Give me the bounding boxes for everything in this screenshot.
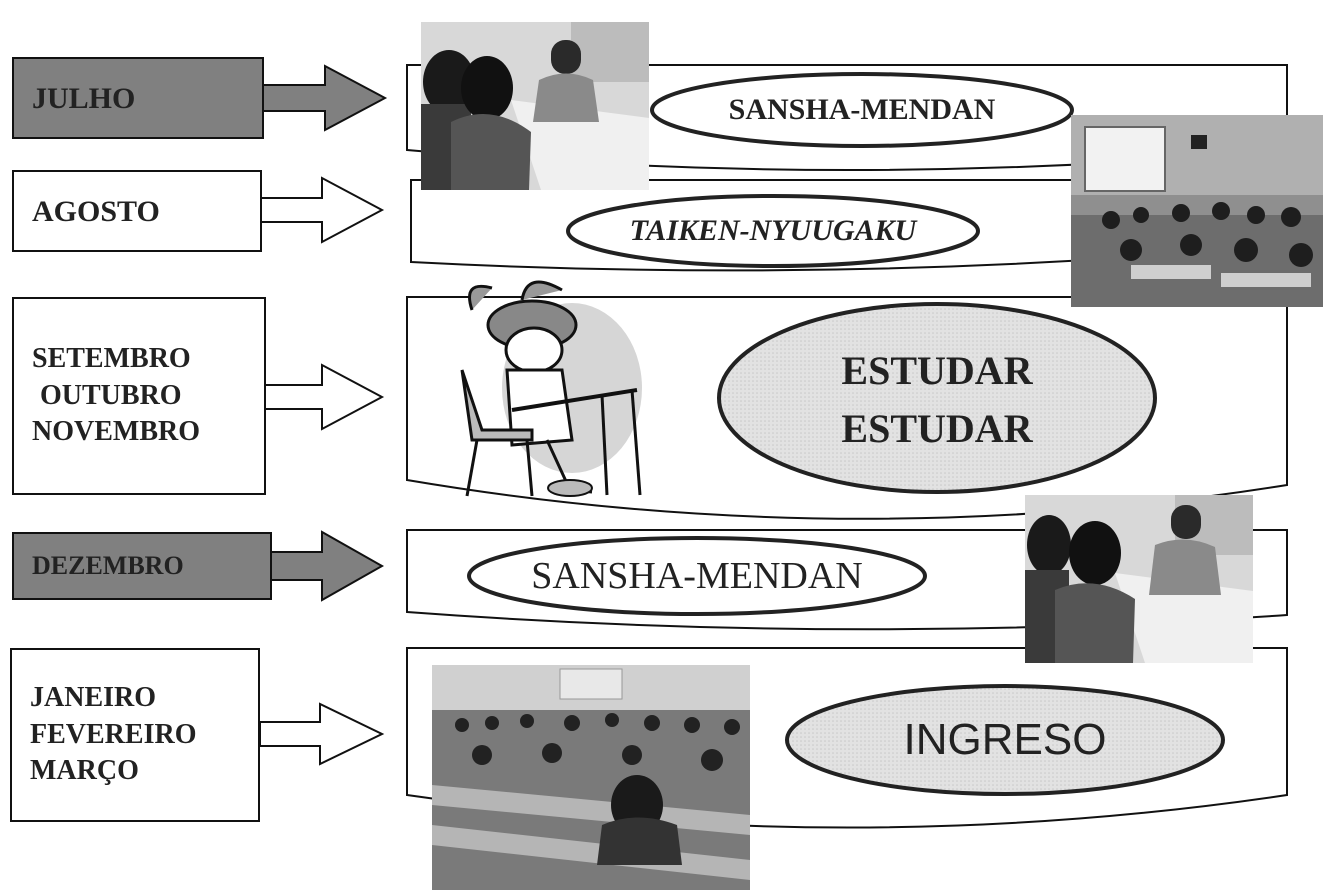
- event-text: ESTUDAR: [841, 348, 1033, 393]
- month-label: DEZEMBRO: [32, 551, 184, 581]
- month-box-agosto: AGOSTO: [12, 170, 262, 252]
- ellipse-sansha-1: [650, 72, 1074, 148]
- interview-photo-icon: [1025, 495, 1253, 663]
- ellipse-ingreso: [785, 684, 1225, 796]
- arrow-dezembro: [269, 530, 385, 602]
- month-label: AGOSTO: [32, 194, 160, 228]
- event-label-sansha-2: SANSHA-MENDAN: [469, 540, 925, 612]
- interview-photo-icon: [421, 22, 649, 190]
- month-label: NOVEMBRO: [32, 416, 200, 448]
- arrow-julho: [261, 64, 388, 132]
- event-text: ESTUDAR: [841, 406, 1033, 451]
- month-label: FEVEREIRO: [30, 718, 197, 750]
- event-text: SANSHA-MENDAN: [728, 93, 996, 126]
- month-label: JANEIRO: [30, 682, 157, 714]
- ellipse-estudar: [717, 302, 1157, 494]
- classroom-photo-icon: [1071, 115, 1323, 307]
- ellipse-taiken: [566, 194, 980, 268]
- student-studying-icon: [452, 270, 644, 502]
- month-box-julho: JULHO: [12, 57, 264, 139]
- event-text: INGRESO: [903, 715, 1107, 764]
- month-label: SETEMBRO: [32, 343, 191, 375]
- event-text: SANSHA-MENDAN: [531, 555, 863, 597]
- arrow-set-out-nov: [264, 363, 385, 431]
- exam-hall-photo-icon: [432, 665, 750, 890]
- event-label-estudar: ESTUDAR ESTUDAR: [719, 330, 1155, 470]
- month-label: OUTUBRO: [40, 379, 182, 411]
- month-label: JULHO: [32, 81, 136, 115]
- month-label: MARÇO: [30, 755, 139, 787]
- event-label-taiken: TAIKEN-NYUUGAKU: [568, 198, 978, 264]
- arrow-agosto: [259, 176, 385, 244]
- month-box-dezembro: DEZEMBRO: [12, 532, 272, 600]
- arrow-jan-fev-mar: [259, 702, 385, 766]
- event-text: TAIKEN-NYUUGAKU: [629, 214, 917, 247]
- ellipse-sansha-2: [467, 536, 927, 616]
- month-box-jan-fev-mar: JANEIRO FEVEREIRO MARÇO: [10, 648, 260, 822]
- event-label-sansha-1: SANSHA-MENDAN: [652, 78, 1072, 142]
- event-label-ingreso: INGRESO: [787, 700, 1223, 780]
- month-box-set-out-nov: SETEMBRO OUTUBRO NOVEMBRO: [12, 297, 266, 495]
